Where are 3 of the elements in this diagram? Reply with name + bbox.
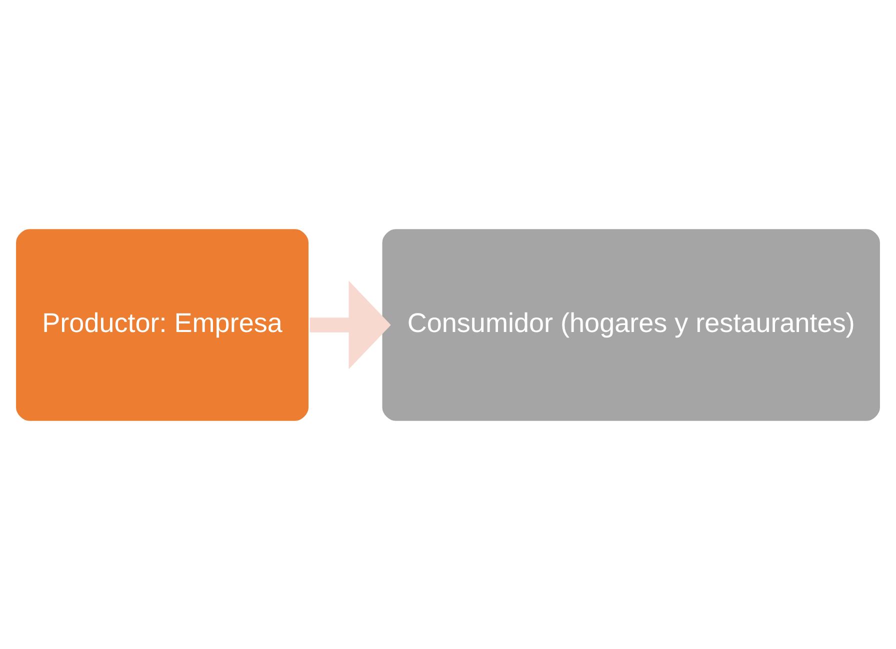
arrow: [310, 280, 391, 369]
node-box: Consumidor (hogares y restaurantes): [380, 226, 882, 423]
node-box: Productor: Empresa: [14, 226, 311, 423]
